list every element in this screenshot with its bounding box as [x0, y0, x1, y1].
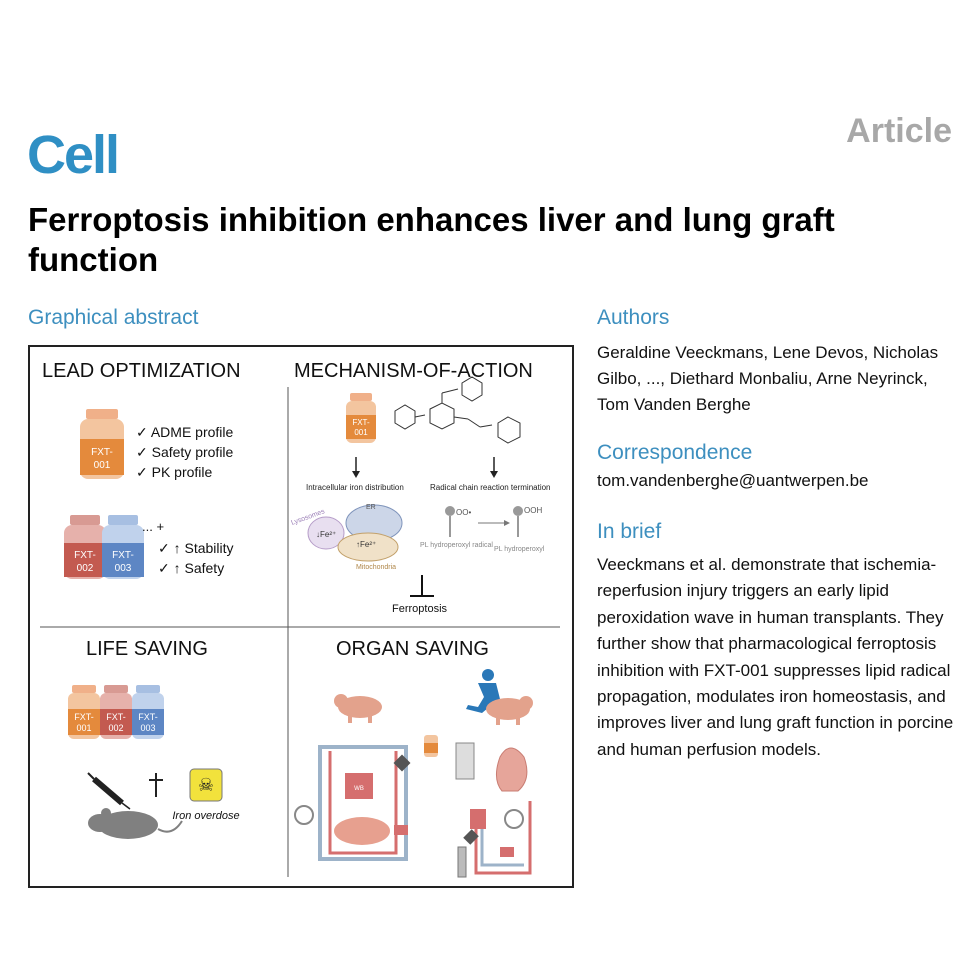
liver-perfusion-circuit — [294, 745, 411, 861]
check-stability: ✓ ↑ Stability — [158, 540, 234, 556]
mouse-icon — [88, 808, 183, 839]
vial-fxt001-large: FXT- 001 — [80, 409, 124, 479]
pig-icon — [486, 696, 533, 725]
vial-label-top: FXT- — [352, 418, 370, 427]
svg-text:OOH: OOH — [524, 506, 542, 515]
organelles-illustration — [307, 504, 403, 562]
vial-fxt003: FXT- 003 — [102, 515, 144, 579]
graphical-abstract-svg: LEAD OPTIMIZATION MECHANISM-OF-ACTION LI… — [40, 360, 560, 878]
vial-label-top: FXT- — [112, 550, 134, 561]
vial-fxt002: FXT- 002 — [64, 515, 106, 579]
paper-title: Ferroptosis inhibition enhances liver an… — [28, 201, 835, 278]
graphical-abstract-figure: LEAD OPTIMIZATION MECHANISM-OF-ACTION LI… — [28, 345, 574, 888]
vial-label-bottom: 002 — [108, 723, 123, 733]
mechanism-title: MECHANISM-OF-ACTION — [294, 360, 533, 382]
check-adme: ✓ ADME profile — [136, 424, 234, 440]
fe-up-label: ↑Fe²⁺ — [356, 540, 376, 549]
radical-termination-label: Radical chain reaction termination — [430, 483, 551, 492]
lead-optimization-title: LEAD OPTIMIZATION — [42, 360, 241, 382]
correspondence-email[interactable]: tom.vandenberghe@uantwerpen.be — [597, 471, 869, 490]
vial-label-bottom: 003 — [140, 723, 155, 733]
iron-warning-icon: ☠ — [189, 768, 223, 802]
vial-label-bottom: 001 — [354, 428, 368, 437]
svg-text:☠: ☠ — [198, 775, 214, 795]
in-brief-text: Veeckmans et al. demonstrate that ischem… — [597, 555, 954, 759]
fe-down-label: ↓Fe²⁺ — [316, 530, 336, 539]
vial-row-q3: FXT- 001 FXT- 002 FXT- 003 — [68, 685, 164, 739]
vial-label-bottom: 002 — [77, 563, 94, 574]
correspondence-heading: Correspondence — [597, 441, 753, 464]
vial-label-bottom: 001 — [76, 723, 91, 733]
wb-label: WB — [354, 786, 364, 792]
pig-icon — [334, 694, 382, 723]
mitochondria-label: Mitochondria — [356, 564, 396, 571]
cross-icon — [149, 773, 163, 797]
vial-label-bottom: 003 — [115, 563, 132, 574]
in-brief-heading: In brief — [597, 520, 662, 543]
pl-radical-label: PL hydroperoxyl radical — [420, 542, 493, 549]
iron-distribution-label: Intracellular iron distribution — [306, 483, 404, 492]
lung-perfusion-circuit — [455, 742, 532, 878]
vial-fxt001-q4 — [424, 735, 438, 757]
vial-fxt001-small: FXT- 001 — [346, 393, 376, 443]
graphical-abstract-heading: Graphical abstract — [28, 306, 199, 329]
vial-label-top: FXT- — [106, 712, 126, 722]
check-pk: ✓ PK profile — [136, 464, 213, 480]
ellipsis-plus: ... + — [142, 519, 164, 534]
journal-logo: Cell — [27, 125, 120, 185]
organ-saving-title: ORGAN SAVING — [336, 638, 489, 660]
vial-label-top: FXT- — [74, 712, 94, 722]
vial-label-top: FXT- — [74, 550, 96, 561]
check-safety-profile: ✓ Safety profile — [136, 444, 234, 460]
authors-list: Geraldine Veeckmans, Lene Devos, Nichola… — [597, 343, 939, 414]
lipid-radical-illustration: OO• OOH — [445, 506, 542, 537]
er-label: ER — [366, 504, 376, 511]
ferroptosis-label: Ferroptosis — [392, 603, 448, 615]
vial-label-bottom: 001 — [94, 460, 111, 471]
authors-heading: Authors — [597, 306, 670, 329]
molecule-structure — [394, 376, 521, 444]
vial-label-top: FXT- — [138, 712, 158, 722]
article-type-label: Article — [846, 112, 952, 150]
vial-label-top: FXT- — [91, 447, 113, 458]
life-saving-title: LIFE SAVING — [86, 638, 208, 660]
check-safety: ✓ ↑ Safety — [158, 560, 224, 576]
pl-hydroperoxyl-label: PL hydroperoxyl — [494, 546, 545, 553]
syringe-icon — [87, 772, 131, 810]
svg-text:OO•: OO• — [456, 508, 471, 517]
iron-overdose-label: Iron overdose — [172, 810, 239, 822]
